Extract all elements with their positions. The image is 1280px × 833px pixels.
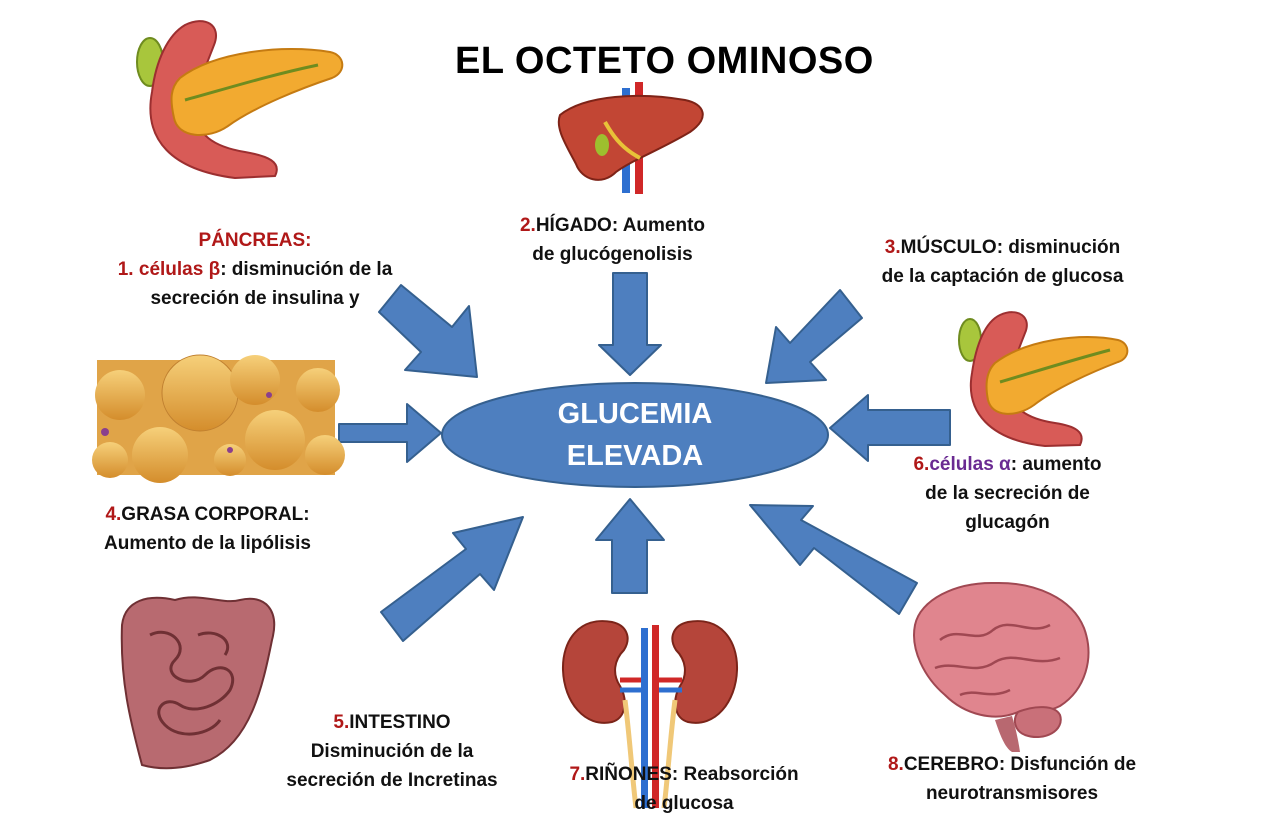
arrow-alfa: [829, 394, 951, 462]
higado-line1-text: HÍGADO: Aumento: [535, 215, 706, 236]
intestino-line3: secreción de Incretinas: [286, 770, 498, 791]
brain-illustration: [913, 581, 1090, 752]
intestino-line1-text: INTESTINO: [349, 712, 451, 733]
cerebro-number: 8.: [887, 754, 904, 775]
higado-number: 2.: [519, 215, 536, 236]
rinones-line1-text: RIÑONES: Reabsorción: [585, 764, 799, 785]
label-intestino: 5.INTESTINO Disminución de la secreción …: [262, 708, 522, 795]
alpha-cell-term: células α: [929, 454, 1011, 475]
musculo-line2: de la captación de glucosa: [881, 266, 1124, 287]
pancreas-line1-rest: : disminución de la: [220, 259, 393, 280]
rinones-line1: 7.RIÑONES: Reabsorción: [548, 760, 820, 789]
musculo-line1-text: MÚSCULO: disminución: [900, 237, 1121, 258]
musculo-number: 3.: [884, 237, 901, 258]
kidneys-illustration: [561, 620, 739, 809]
alfa-line1-rest: : aumento: [1010, 454, 1102, 475]
grasa-line2: Aumento de la lipólisis: [104, 533, 311, 554]
arrow-intestino: [380, 516, 524, 642]
alfa-line1: 6.células α: aumento: [885, 450, 1130, 479]
beta-cell-term: células β: [138, 259, 221, 280]
liver-illustration: [557, 82, 704, 194]
intestino-line2: Disminución de la: [310, 741, 474, 762]
center-ellipse: [441, 382, 829, 488]
intestine-illustration: [120, 596, 276, 770]
label-grasa: 4.GRASA CORPORAL: Aumento de la lipólisi…: [85, 500, 330, 558]
center-line2: ELEVADA: [566, 440, 704, 472]
intestino-line1: 5.INTESTINO: [262, 708, 522, 737]
cerebro-line1-text: CEREBRO: Disfunción de: [903, 754, 1137, 775]
label-pancreas: PÁNCREAS: 1. células β: disminución de l…: [95, 226, 415, 313]
arrow-musculo: [765, 289, 863, 384]
arrow-higado: [598, 272, 662, 376]
grasa-line1: 4.GRASA CORPORAL:: [85, 500, 330, 529]
pancreas-header: PÁNCREAS:: [198, 230, 312, 251]
musculo-line1: 3.MÚSCULO: disminución: [855, 233, 1150, 262]
center-line1: GLUCEMIA: [557, 398, 713, 430]
alfa-line2: de la secreción de: [925, 483, 1090, 504]
higado-line1: 2.HÍGADO: Aumento: [490, 211, 735, 240]
cerebro-line1: 8.CEREBRO: Disfunción de: [862, 750, 1162, 779]
pancreas-line1: 1. células β: disminución de la: [95, 255, 415, 284]
center-label: GLUCEMIA ELEVADA: [442, 383, 828, 487]
alfa-number: 6.: [913, 454, 930, 475]
pancreas-number: 1.: [117, 259, 134, 280]
pancreas-alpha-illustration: [958, 311, 1129, 448]
pancreas-line2: secreción de insulina y: [150, 288, 360, 309]
rinones-line2: de glucosa: [634, 793, 734, 814]
grasa-line1-text: GRASA CORPORAL:: [121, 504, 310, 525]
arrow-rinones: [595, 498, 665, 594]
label-rinones: 7.RIÑONES: Reabsorción de glucosa: [548, 760, 820, 818]
label-cerebro: 8.CEREBRO: Disfunción de neurotransmisor…: [862, 750, 1162, 808]
label-higado: 2.HÍGADO: Aumento de glucógenolisis: [490, 211, 735, 269]
label-musculo: 3.MÚSCULO: disminución de la captación d…: [855, 233, 1150, 291]
higado-line2: de glucógenolisis: [532, 244, 693, 265]
intestino-number: 5.: [333, 712, 350, 733]
arrow-cerebro: [749, 504, 918, 615]
label-alfa: 6.células α: aumento de la secreción de …: [885, 450, 1130, 537]
alfa-line3: glucagón: [965, 512, 1050, 533]
fat-cells-photo: [92, 354, 345, 483]
arrow-grasa: [338, 403, 442, 463]
grasa-number: 4.: [105, 504, 122, 525]
pancreas-illustration: [136, 20, 344, 180]
diagram-title: EL OCTETO OMINOSO: [455, 40, 874, 82]
arrow-pancreas: [378, 284, 478, 378]
cerebro-line2: neurotransmisores: [925, 783, 1099, 804]
rinones-number: 7.: [569, 764, 586, 785]
